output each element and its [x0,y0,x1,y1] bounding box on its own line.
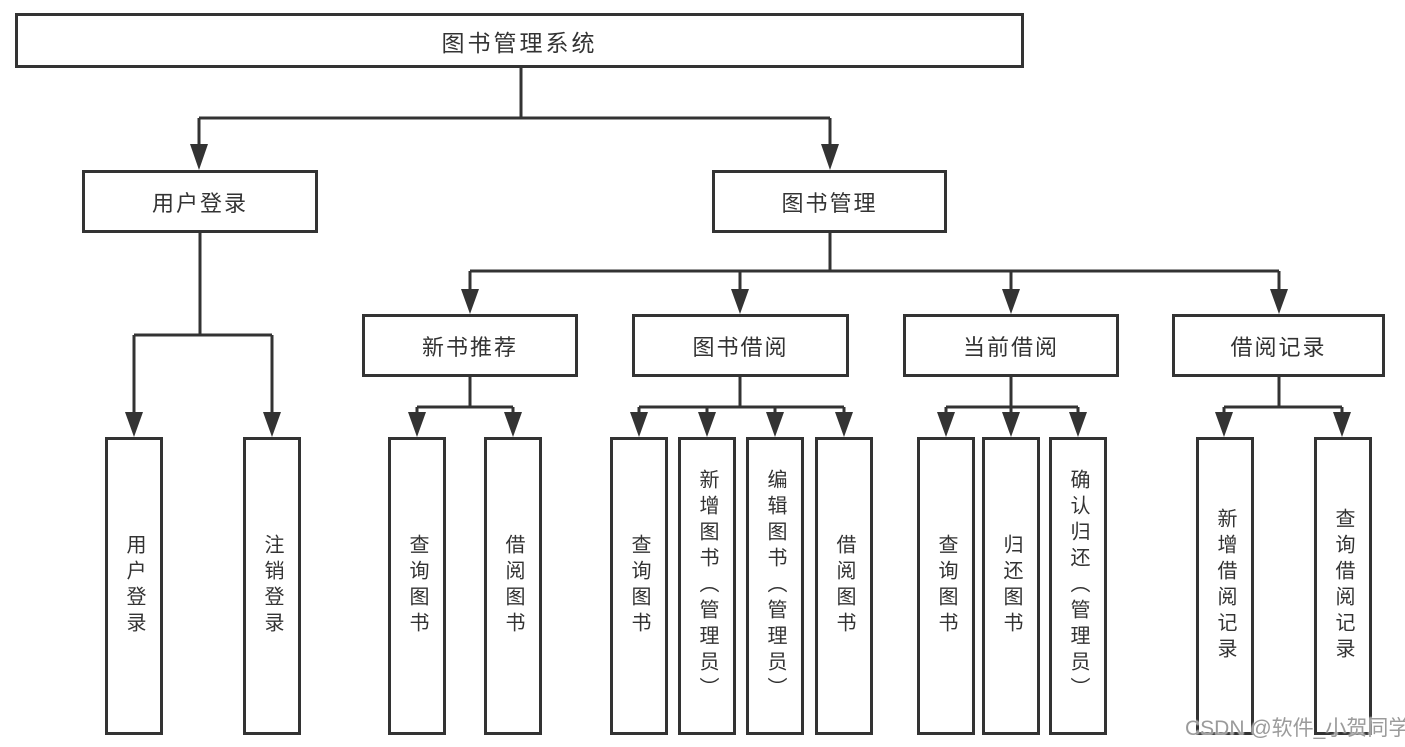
leaf-edit-book-admin: 编辑图书（管理员） [746,437,804,735]
leaf-label: 归还图书 [1000,534,1022,638]
leaf-borrow-books-recommend: 借阅图书 [484,437,542,735]
leaf-label: 注销登录 [261,534,283,638]
leaf-label: 查询借阅记录 [1332,508,1354,664]
leaf-return-books: 归还图书 [982,437,1040,735]
node-library-management-system: 图书管理系统 [15,13,1024,68]
node-current-borrowing: 当前借阅 [903,314,1119,377]
leaf-query-books-current: 查询图书 [917,437,975,735]
leaf-label: 确认归还（管理员） [1067,469,1089,703]
leaf-query-borrow-record: 查询借阅记录 [1314,437,1372,735]
leaf-label: 编辑图书（管理员） [764,469,786,703]
node-label: 新书推荐 [421,334,518,360]
leaf-confirm-return-admin: 确认归还（管理员） [1049,437,1107,735]
node-label: 借阅记录 [1230,334,1327,360]
leaf-label: 新增图书（管理员） [696,469,718,703]
node-new-book-recommend: 新书推荐 [362,314,578,377]
leaf-label: 查询图书 [628,534,650,638]
leaf-label: 用户登录 [123,534,145,638]
leaf-label: 查询图书 [406,534,428,638]
node-book-borrowing: 图书借阅 [632,314,849,377]
leaf-label: 借阅图书 [502,534,524,638]
node-borrowing-records: 借阅记录 [1172,314,1385,377]
leaf-user-login: 用户登录 [105,437,163,735]
leaf-query-books-recommend: 查询图书 [388,437,446,735]
leaf-label: 查询图书 [935,534,957,638]
node-label: 图书管理系统 [441,29,598,56]
leaf-label: 借阅图书 [833,534,855,638]
arrowheads [125,144,1351,437]
leaf-label: 新增借阅记录 [1214,508,1236,664]
csdn-watermark: CSDN @软件_小贺同学 [1185,717,1405,740]
leaf-logout: 注销登录 [243,437,301,735]
node-label: 图书管理 [781,190,878,216]
node-label: 用户登录 [151,190,248,216]
node-label: 当前借阅 [962,334,1059,360]
leaf-add-book-admin: 新增图书（管理员） [678,437,736,735]
node-book-management: 图书管理 [712,170,947,233]
node-user-login: 用户登录 [82,170,318,233]
leaf-query-books-borrowing: 查询图书 [610,437,668,735]
leaf-add-borrow-record: 新增借阅记录 [1196,437,1254,735]
node-label: 图书借阅 [692,334,789,360]
leaf-borrow-books: 借阅图书 [815,437,873,735]
